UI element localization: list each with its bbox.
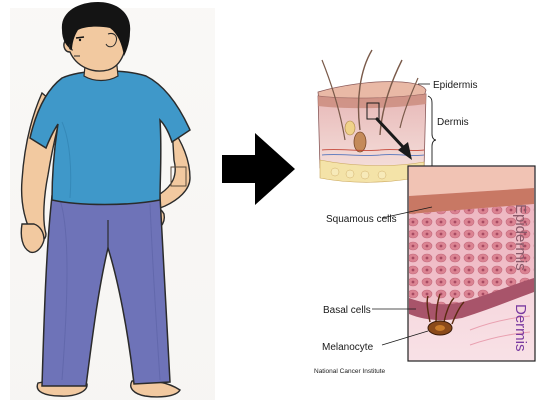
zoom-label-epidermis: Epidermis xyxy=(512,204,529,271)
label-dermis: Dermis xyxy=(437,117,469,128)
label-epidermis: Epidermis xyxy=(433,80,477,91)
zoom-label-dermis: Dermis xyxy=(512,304,529,352)
credit-text: National Cancer Institute xyxy=(314,368,386,375)
label-basal-cells: Basal cells xyxy=(323,305,371,316)
label-melanocyte: Melanocyte xyxy=(322,342,374,353)
label-squamous-cells: Squamous cells xyxy=(326,214,397,225)
